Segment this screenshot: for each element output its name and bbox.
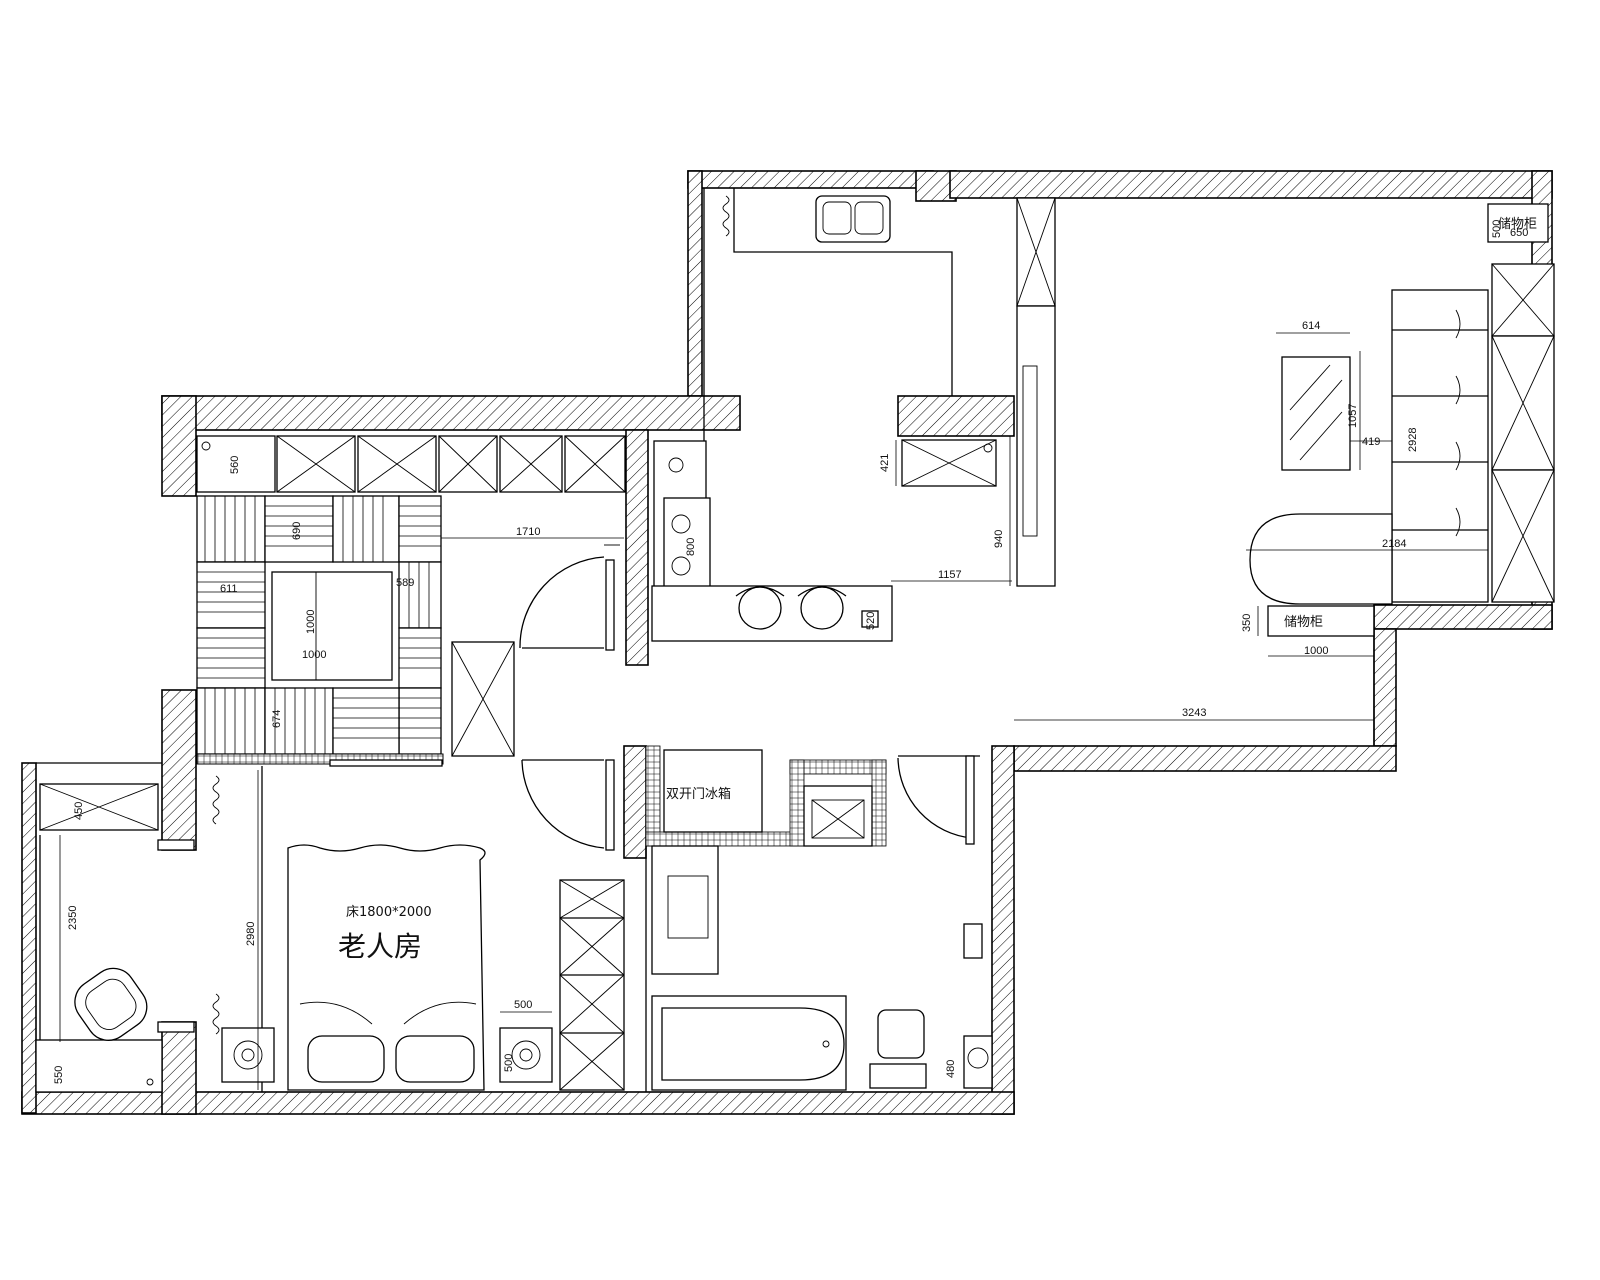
dim-500-nightstand: 500 <box>514 999 532 1011</box>
dim-1157: 1157 <box>938 569 962 581</box>
fridge-tile-border <box>645 745 661 847</box>
wall-study-left <box>161 395 197 497</box>
bar-stool <box>800 586 844 630</box>
bed <box>287 844 486 1091</box>
dim-550: 550 <box>53 1066 65 1084</box>
dim-1000-vertical: 1000 <box>305 610 317 634</box>
fridge-label: 双开门冰箱 <box>666 786 731 802</box>
dimension-labels: 1710 1157 940 421 520 800 560 690 611 58… <box>53 220 1528 1084</box>
balcony-chair-icon <box>74 967 148 1041</box>
double-door-fridge <box>663 749 763 833</box>
wall-right-column <box>1373 628 1397 747</box>
cabinet-label-bottom: 储物柜 <box>1284 615 1323 630</box>
dim-419: 419 <box>1362 436 1380 448</box>
dim-1710: 1710 <box>516 526 540 538</box>
curtain-icon <box>212 775 220 825</box>
wall-bath-right <box>991 745 1015 1115</box>
dim-3243: 3243 <box>1182 707 1206 719</box>
dim-614: 614 <box>1302 320 1320 332</box>
dim-421: 421 <box>879 454 891 472</box>
gas-stove-icon <box>663 497 711 591</box>
dim-1000-horizontal: 1000 <box>302 649 326 661</box>
wash-basin-top <box>803 785 873 847</box>
bath-tile-border <box>645 831 807 847</box>
vanity <box>651 845 719 975</box>
dim-2184: 2184 <box>1382 538 1406 550</box>
wall-pillar <box>897 395 1015 437</box>
coffee-table <box>1281 356 1351 471</box>
dim-450: 450 <box>73 802 85 820</box>
curtain-icon <box>212 993 220 1035</box>
kitchen <box>651 188 1056 642</box>
door-bathroom <box>897 757 973 839</box>
bedroom: 床1800*2000 老人房 <box>212 766 625 1092</box>
storage-cabinet-bottom <box>1267 605 1375 637</box>
dim-800: 800 <box>685 538 697 556</box>
chaise-lounge <box>1249 513 1393 605</box>
bar-stool <box>738 586 782 630</box>
cabinet-label-top: 储物柜 <box>1498 217 1537 232</box>
wall-bedroom-left <box>161 689 197 851</box>
basin-tile-border <box>789 759 887 775</box>
bed-label: 床1800*2000 <box>346 905 432 920</box>
pillow <box>307 1035 385 1083</box>
wall-balcony-left <box>21 762 37 1114</box>
wall-kitchen-partition <box>625 429 649 666</box>
wall-study-top <box>161 395 741 431</box>
storage-cabinet-top <box>1487 203 1549 243</box>
dim-520: 520 <box>865 612 877 630</box>
wall-living-south <box>1013 745 1397 772</box>
dim-500-nightstand-v: 500 <box>503 1054 515 1072</box>
dimension-lines <box>59 332 1488 1090</box>
wall-kitchen-left <box>687 170 703 397</box>
wall-living-bottom-right <box>1373 604 1553 630</box>
dim-589: 589 <box>396 577 414 589</box>
dim-2980: 2980 <box>245 922 257 946</box>
balcony <box>35 762 195 1093</box>
pillow <box>395 1035 475 1083</box>
dim-1057: 1057 <box>1347 404 1359 428</box>
tatami-step <box>196 753 444 765</box>
door-study-top <box>519 556 605 649</box>
living-room: 储物柜 储物柜 <box>1249 203 1555 746</box>
dim-350: 350 <box>1241 614 1253 632</box>
dim-674: 674 <box>271 710 283 728</box>
room-label-old-bedroom: 老人房 <box>338 930 422 963</box>
corridor-doors <box>521 755 980 851</box>
balcony-desk <box>35 1039 163 1093</box>
nightstand <box>499 1027 553 1083</box>
dim-2350: 2350 <box>67 906 79 930</box>
floor-drain <box>963 1035 993 1089</box>
tatami-mats <box>196 495 442 755</box>
dim-650: 650 <box>1510 227 1528 239</box>
dim-500-top: 500 <box>1491 220 1503 238</box>
wall-kitchen-top <box>687 170 934 189</box>
dim-560: 560 <box>229 456 241 474</box>
dim-690: 690 <box>291 522 303 540</box>
dim-1000-bottom: 1000 <box>1304 645 1328 657</box>
wardrobe <box>559 879 625 1091</box>
curtain-icon <box>722 195 730 237</box>
wall-bedroom-lower-left <box>161 1021 197 1115</box>
dim-2928: 2928 <box>1407 428 1419 452</box>
dim-940: 940 <box>993 530 1005 548</box>
door-bedroom <box>521 759 605 849</box>
tatami-stripes <box>197 496 441 754</box>
toilet <box>877 1009 925 1059</box>
wall-living-top <box>949 170 1553 199</box>
nightstand <box>221 1027 275 1083</box>
dim-611: 611 <box>220 583 238 595</box>
dim-480: 480 <box>945 1060 957 1078</box>
bathtub <box>661 1007 845 1081</box>
bathroom: 双开门冰箱 <box>645 745 993 1092</box>
wall-bath-left <box>623 745 647 859</box>
kitchen-sink <box>815 195 891 243</box>
tatami-room <box>196 435 626 767</box>
